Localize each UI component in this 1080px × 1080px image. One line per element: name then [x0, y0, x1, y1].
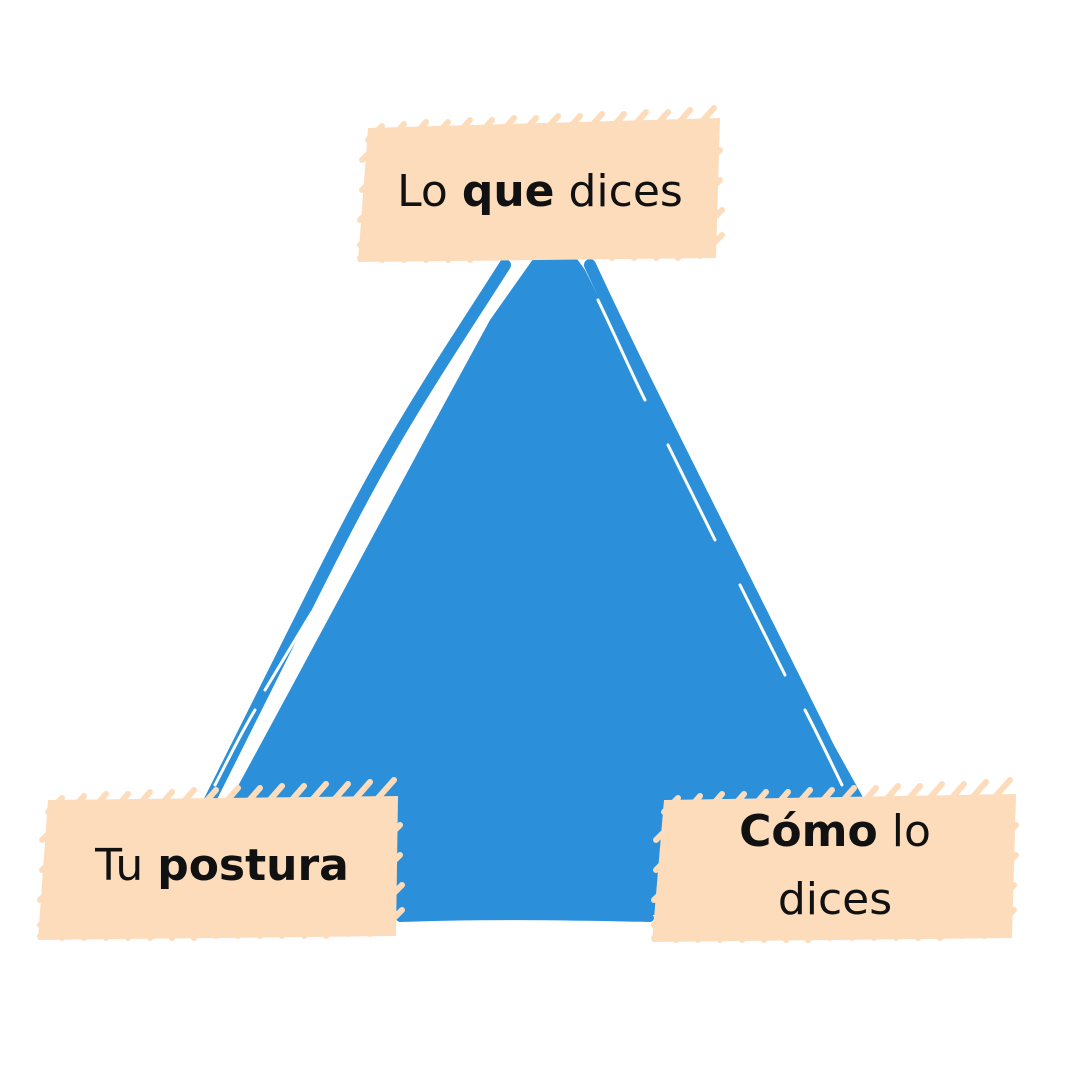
triangle [180, 238, 915, 922]
triangle-shape [180, 238, 915, 915]
label-how-you-say-it: Cómo lo dices [650, 798, 1020, 934]
label-top-pre: Lo [397, 166, 462, 217]
label-top-post: dices [554, 166, 683, 217]
label-box-top-scribble [357, 105, 725, 263]
label-box-left [37, 777, 405, 941]
label-box-right-scribble [651, 777, 1019, 943]
label-left-pre: Tu [95, 840, 158, 891]
label-top-bold: que [461, 166, 555, 217]
triangle-scratch-left [213, 298, 494, 787]
label-what-you-say: Lo que dices [360, 158, 720, 226]
label-box-right-shape [652, 794, 1016, 942]
triangle-edge-bottom [396, 912, 654, 922]
label-right-bold: Cómo [739, 806, 878, 857]
label-box-right [651, 777, 1019, 943]
label-box-left-scribble [37, 777, 405, 941]
label-left-bold: postura [157, 840, 349, 891]
label-box-left-shape [38, 796, 398, 940]
label-right-line2: dices [777, 874, 893, 926]
triangle-scratch-right [596, 298, 844, 787]
label-right-post: lo [877, 806, 931, 857]
label-box-top-shape [358, 118, 720, 262]
label-box-top [357, 105, 725, 263]
label-your-posture: Tu postura [42, 832, 402, 900]
triangle-edge-right [584, 259, 876, 846]
